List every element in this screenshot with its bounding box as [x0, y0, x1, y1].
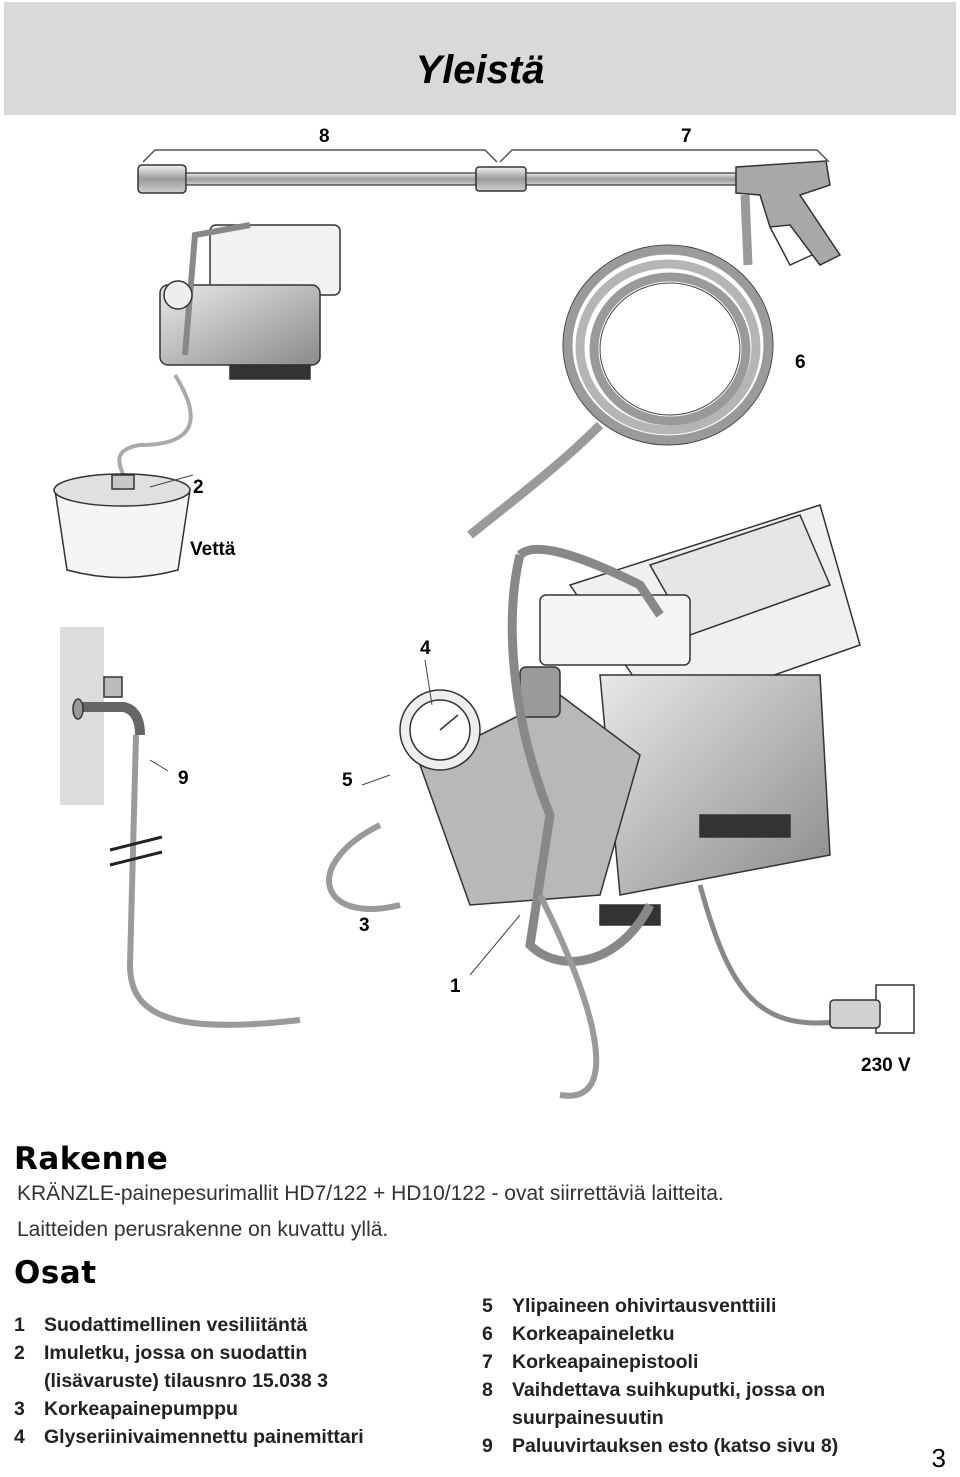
callout-2: 2 — [193, 477, 204, 498]
bracket-lines — [142, 149, 830, 163]
callout-7: 7 — [681, 126, 692, 147]
callout-3: 3 — [359, 915, 370, 936]
page-title: Yleistä — [415, 48, 545, 92]
page-header: Yleistä — [4, 2, 956, 115]
high-pressure-hose-icon — [467, 194, 773, 539]
page-number: 3 — [931, 1443, 946, 1473]
callout-6: 6 — [795, 352, 806, 373]
spray-gun-icon — [735, 160, 842, 266]
callout-1: 1 — [450, 976, 461, 997]
voltage-label: 230 V — [861, 1055, 911, 1076]
pressure-washer-drawing — [53, 149, 915, 1099]
callout-5: 5 — [342, 770, 353, 791]
water-tap-icon — [60, 627, 145, 805]
pressure-washer-illustration: 8 7 6 2 Vettä 4 9 5 3 1 230 V — [0, 115, 960, 1115]
rakenne-line-1: KRÄNZLE-painepesurimallit HD7/122 + HD10… — [17, 1182, 724, 1205]
water-bucket-icon — [53, 473, 191, 579]
rakenne-line-2: Laitteiden perusrakenne on kuvattu yllä. — [17, 1218, 389, 1241]
callout-water-label: Vettä — [190, 539, 236, 560]
osat-heading: Osat — [14, 1255, 97, 1291]
callout-4: 4 — [420, 638, 431, 659]
callout-8: 8 — [319, 126, 330, 147]
rakenne-heading: Rakenne — [14, 1141, 169, 1177]
large-pressure-washer-icon — [399, 504, 861, 926]
spray-lance-icon — [137, 164, 737, 194]
callout-9: 9 — [178, 768, 189, 789]
small-pressure-washer-icon — [159, 222, 341, 380]
power-plug-icon — [829, 984, 915, 1034]
